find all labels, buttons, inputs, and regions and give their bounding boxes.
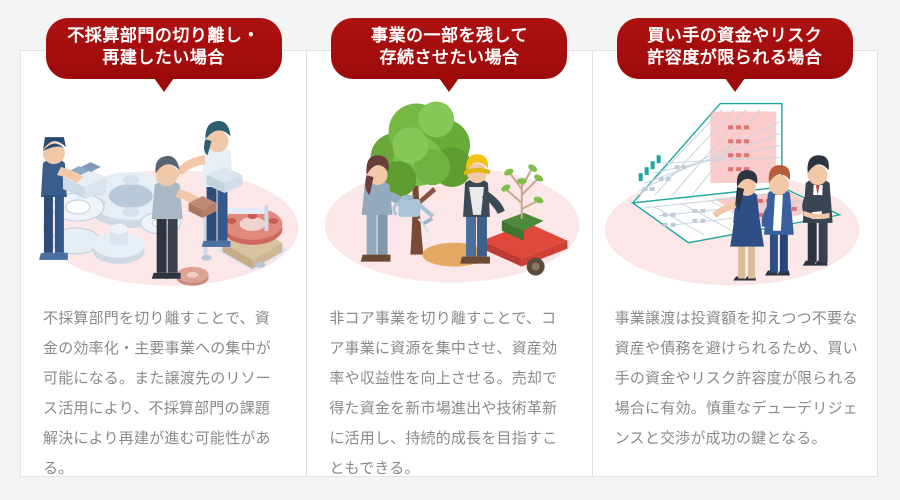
column-container: 不採算部門の切り離し・ 再建したい場合 — [21, 18, 877, 477]
column-body-1: 不採算部門を切り離すことで、資金の効率化・主要事業への集中が可能になる。また譲渡… — [43, 310, 272, 477]
badge-pointer-icon — [439, 77, 460, 92]
illustration-gears-and-workers — [21, 95, 306, 292]
column-partial-continuation: 事業の一部を残して 存続させたい場合 — [306, 18, 591, 477]
badge-wrapper-3: 買い手の資金やリスク 許容度が限られる場合 — [593, 18, 877, 92]
badge-wrapper-1: 不採算部門の切り離し・ 再建したい場合 — [21, 18, 306, 92]
column-body-3: 事業譲渡は投資額を抑えつつ不要な資産や債務を避けられるため、買い手の資金やリスク… — [614, 310, 858, 447]
illustration-spreadsheet-analysis — [593, 95, 877, 292]
badge-pointer-icon — [724, 77, 745, 92]
badge-label-1[interactable]: 不採算部門の切り離し・ 再建したい場合 — [45, 18, 282, 92]
badge-wrapper-2: 事業の一部を残して 存続させたい場合 — [307, 18, 591, 92]
column-unprofitable-division: 不採算部門の切り離し・ 再建したい場合 — [21, 18, 306, 477]
badge-pointer-icon — [153, 77, 174, 92]
column-limited-buyer-capacity: 買い手の資金やリスク 許容度が限られる場合 — [591, 18, 877, 476]
badge-label-2[interactable]: 事業の一部を残して 存続させたい場合 — [331, 18, 568, 92]
content-card: 不採算部門の切り離し・ 再建したい場合 — [20, 18, 878, 477]
badge-label-3[interactable]: 買い手の資金やリスク 許容度が限られる場合 — [616, 18, 853, 92]
illustration-tree-planting — [307, 95, 591, 292]
column-body-2: 非コア事業を切り離すことで、コア事業に資源を集中させ、資産効率や収益性を向上させ… — [329, 310, 558, 477]
